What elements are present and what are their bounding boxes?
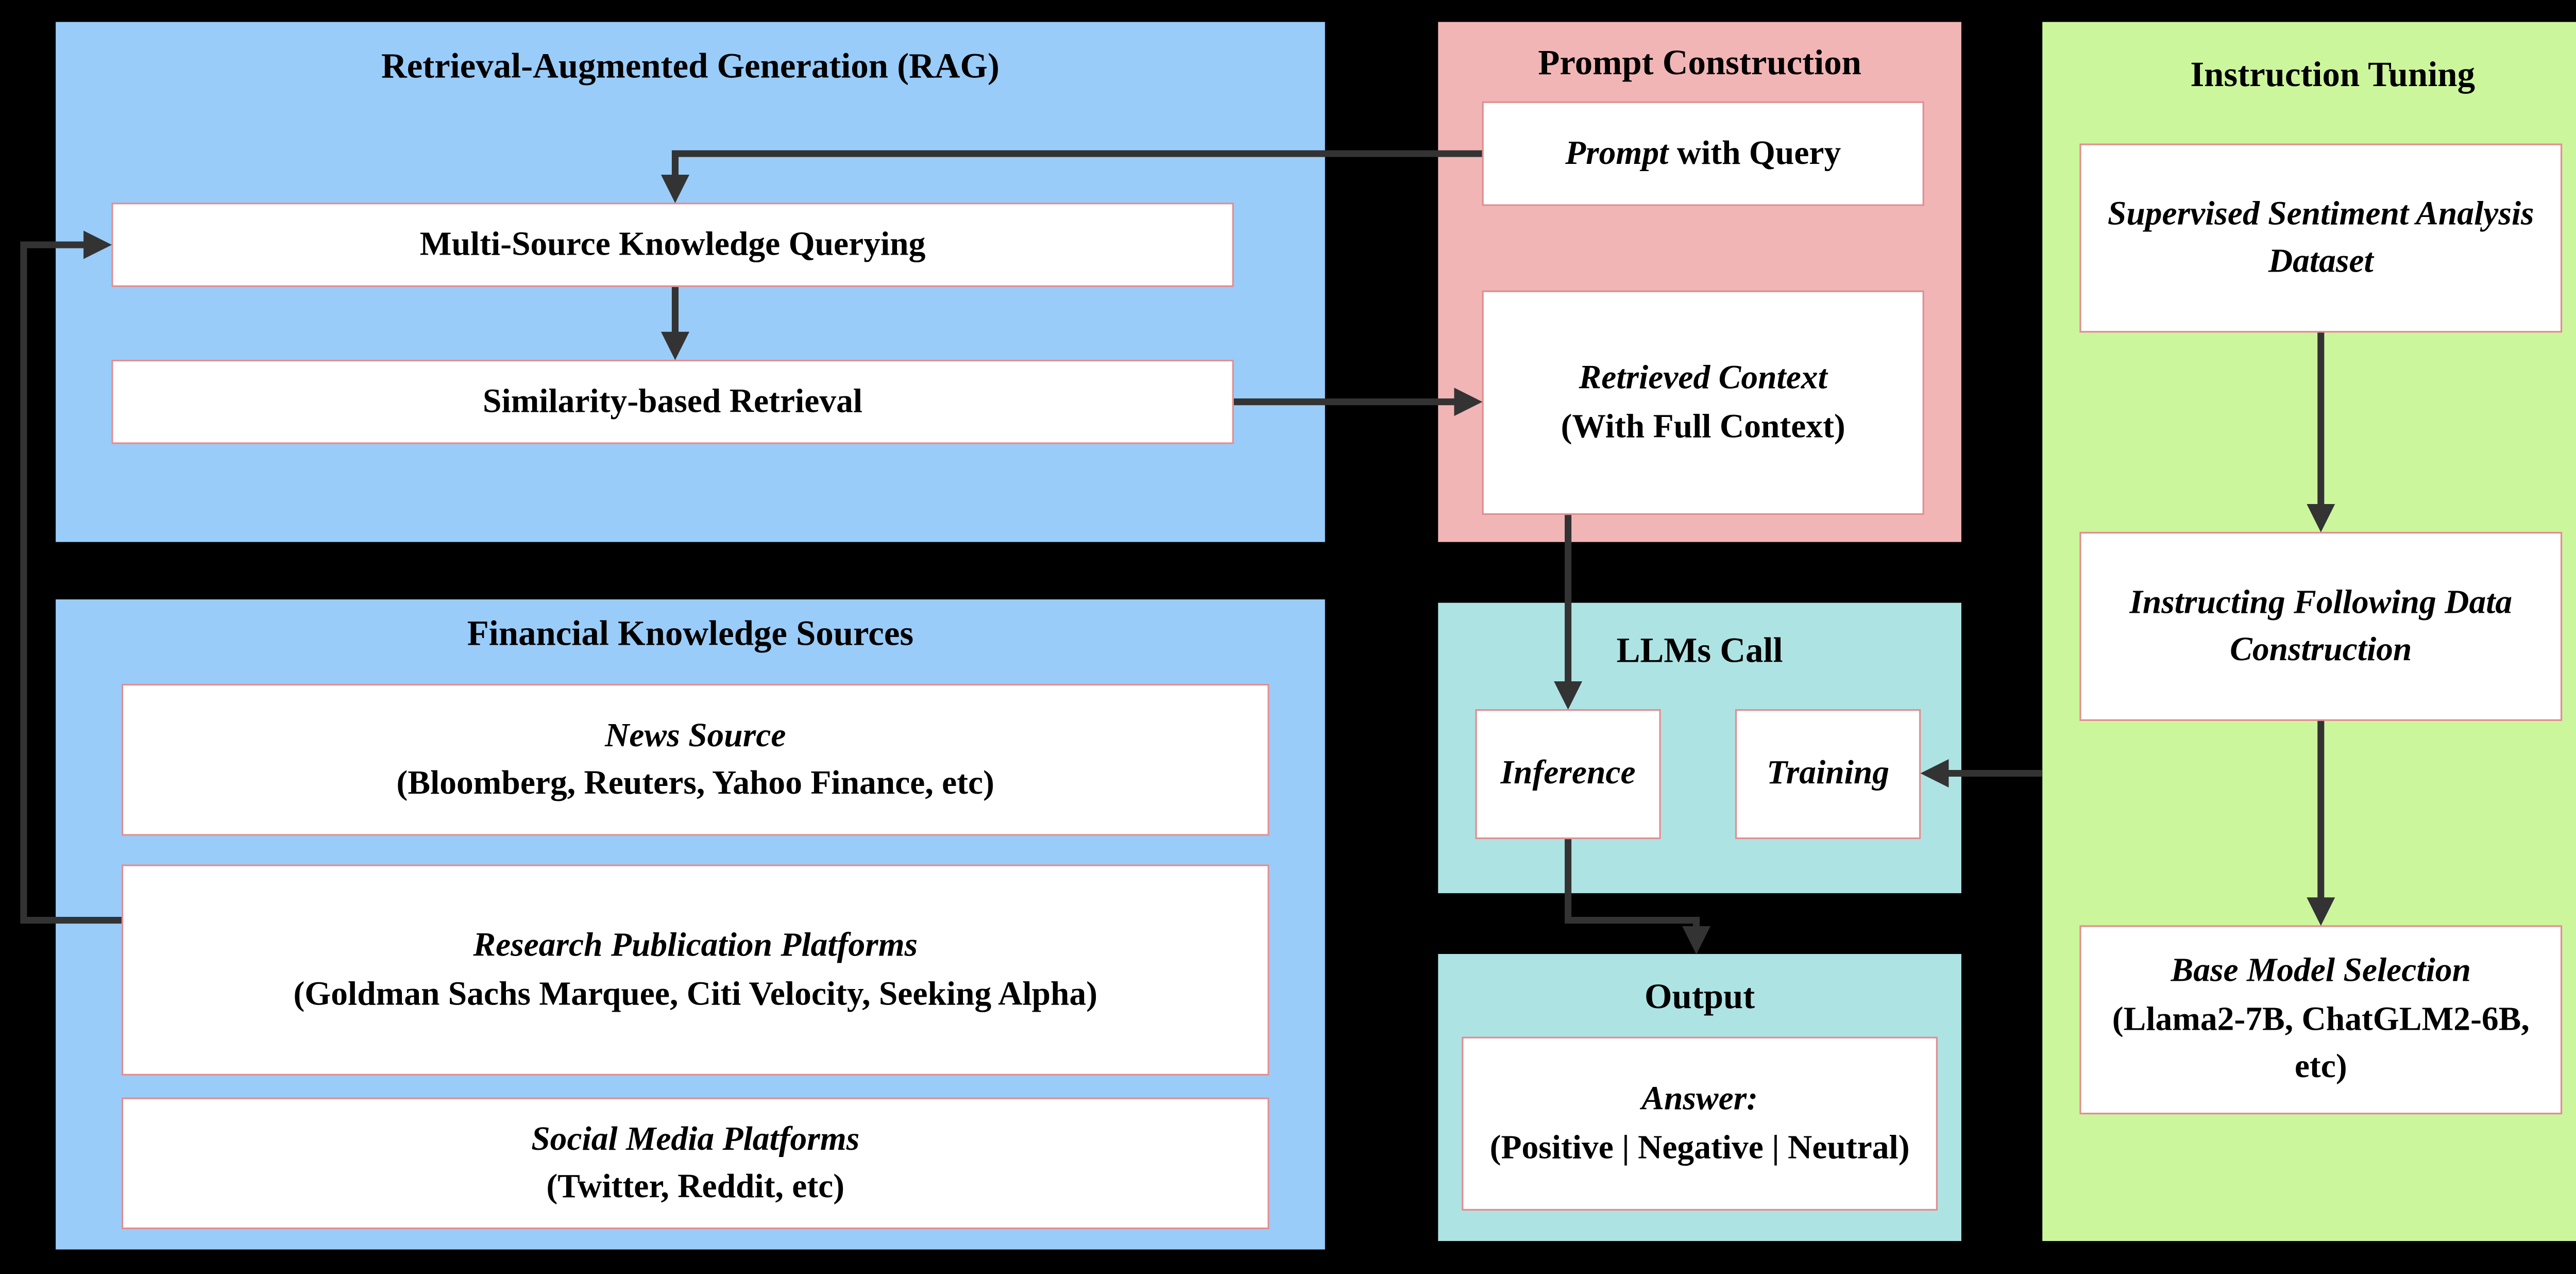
panel-llms-call: LLMs Call Inference Training	[1438, 602, 1961, 894]
node-news-source: News Source (Bloomberg, Reuters, Yahoo F…	[121, 683, 1269, 836]
node-answer-detail: (Positive | Negative | Neutral)	[1489, 1129, 1910, 1166]
node-dataset-label: Supervised Sentiment Analysis Dataset	[2107, 195, 2534, 280]
node-training-label: Training	[1767, 755, 1890, 793]
node-news-detail: (Bloomberg, Reuters, Yahoo Finance, etc)	[396, 765, 994, 802]
node-query-label-italic: Prompt	[1565, 135, 1669, 172]
node-research-publication-platforms: Research Publication Platforms (Goldman …	[121, 864, 1269, 1076]
node-social-title: Social Media Platforms	[531, 1120, 860, 1158]
node-retrieval-label: Similarity-based Retrieval	[483, 383, 863, 421]
node-inference: Inference	[1475, 709, 1661, 840]
node-base-model-selection: Base Model Selection (Llama2-7B, ChatGLM…	[2079, 925, 2563, 1115]
node-training: Training	[1735, 709, 1921, 840]
panel-rag: Retrieval-Augmented Generation (RAG) Mul…	[56, 22, 1325, 542]
panel-output: Output Answer: (Positive | Negative | Ne…	[1438, 954, 1961, 1242]
node-similarity-based-retrieval: Similarity-based Retrieval	[111, 359, 1234, 444]
panel-llms-title: LLMs Call	[1616, 630, 1783, 670]
node-research-detail: (Goldman Sachs Marquee, Citi Velocity, S…	[293, 975, 1098, 1013]
panel-prompt-title: Prompt Construction	[1538, 42, 1861, 83]
node-prompt-with-query: Prompt with Query	[1482, 101, 1924, 206]
node-answer: Answer: (Positive | Negative | Neutral)	[1462, 1036, 1938, 1211]
panel-rag-title: Retrieval-Augmented Generation (RAG)	[381, 45, 999, 87]
node-social-media-platforms: Social Media Platforms (Twitter, Reddit,…	[121, 1097, 1269, 1230]
node-answer-title: Answer:	[1641, 1081, 1758, 1118]
node-retrieved-context: Retrieved Context (With Full Context)	[1482, 290, 1924, 515]
node-multi-source-knowledge-querying: Multi-Source Knowledge Querying	[111, 203, 1234, 287]
node-context-title: Retrieved Context	[1579, 360, 1827, 397]
panel-output-title: Output	[1645, 976, 1755, 1017]
node-base-title: Base Model Selection	[2171, 953, 2471, 991]
node-querying-label: Multi-Source Knowledge Querying	[419, 226, 926, 263]
node-supervised-sentiment-dataset: Supervised Sentiment Analysis Dataset	[2079, 143, 2563, 333]
node-news-title: News Source	[605, 717, 786, 755]
node-construction-label: Instructing Following Data Construction	[2129, 583, 2513, 669]
panel-financial-knowledge-sources: Financial Knowledge Sources News Source …	[56, 599, 1325, 1250]
node-inference-label: Inference	[1500, 755, 1636, 793]
node-query-label-rest: with Query	[1668, 135, 1841, 172]
node-instruction-data-construction: Instructing Following Data Construction	[2079, 532, 2563, 721]
panel-prompt-construction: Prompt Construction Prompt with Query Re…	[1438, 22, 1961, 542]
panel-sources-title: Financial Knowledge Sources	[467, 613, 914, 653]
node-context-detail: (With Full Context)	[1561, 408, 1845, 445]
node-query-label: Prompt with Query	[1565, 130, 1841, 178]
node-research-title: Research Publication Platforms	[473, 927, 918, 965]
panel-instruction-tuning: Instruction Tuning Supervised Sentiment …	[2042, 22, 2576, 1242]
panel-tuning-title: Instruction Tuning	[2190, 54, 2475, 95]
node-social-detail: (Twitter, Reddit, etc)	[546, 1168, 845, 1206]
node-base-detail: (Llama2-7B, ChatGLM2-6B, etc)	[2112, 1001, 2530, 1086]
